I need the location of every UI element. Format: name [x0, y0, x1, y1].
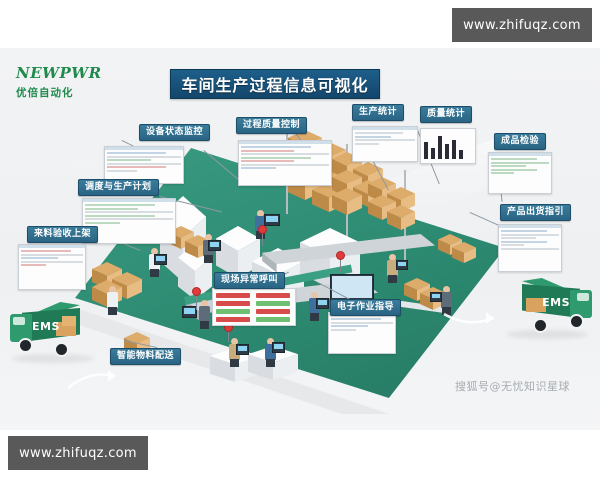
truck-wheel: [533, 318, 548, 333]
truck-shadow: [506, 330, 588, 339]
thumbnail-production-stats: [352, 126, 418, 162]
callout-work-instruction[interactable]: 电子作业指导: [330, 299, 402, 316]
watermark-bottom-left: www.zhifuqz.com: [8, 436, 148, 470]
truck-window: [577, 293, 589, 301]
operator-terminal[interactable]: [396, 260, 408, 270]
callout-shipment-guide[interactable]: 产品出货指引: [500, 204, 572, 221]
conveyor-belt-mid: [255, 234, 435, 286]
board-cell: [216, 301, 250, 306]
andon-pole: [228, 330, 229, 342]
callout-scheduling-plan[interactable]: 调度与生产计划: [78, 179, 159, 196]
brand-subtitle: 优倍自动化: [16, 87, 74, 99]
brand-logo: NEWPWR 优倍自动化: [16, 66, 136, 100]
andon-status-board: [212, 288, 296, 326]
truck-shadow: [12, 354, 94, 363]
flow-arrow-right: [443, 312, 495, 324]
callout-process-quality[interactable]: 过程质量控制: [236, 117, 308, 134]
truck-wheel: [18, 338, 33, 353]
watermark-bottom-left-text: www.zhifuqz.com: [19, 445, 137, 461]
watermark-sohu: 搜狐号@无忧知识星球: [455, 380, 570, 393]
operator-terminal[interactable]: [316, 298, 329, 309]
andon-pole: [340, 258, 341, 272]
truck-badge: EMS: [542, 296, 570, 309]
callout-quality-stats[interactable]: 质量统计: [420, 106, 473, 123]
operator-terminal[interactable]: [208, 240, 221, 251]
truck-window: [13, 317, 25, 325]
callout-abnormal-call[interactable]: 现场异常呼叫: [214, 272, 286, 289]
thumbnail-incoming-material: [18, 244, 86, 290]
callout-finished-inspection[interactable]: 成品检验: [494, 133, 547, 150]
operator-terminal[interactable]: [182, 306, 197, 318]
carton: [452, 242, 476, 263]
board-cell: [256, 317, 290, 322]
thumbnail-equipment-status: [104, 146, 184, 184]
watermark-top-right: www.zhifuqz.com: [452, 8, 592, 42]
worker: [252, 210, 268, 240]
truck-cargo: [62, 316, 76, 326]
callout-equipment-status[interactable]: 设备状态监控: [139, 124, 211, 141]
operator-terminal[interactable]: [430, 292, 442, 302]
operator-terminal[interactable]: [272, 342, 285, 353]
shopfloor-display-screen[interactable]: [330, 274, 374, 302]
worker: [262, 338, 278, 370]
callout-production-stats[interactable]: 生产统计: [352, 104, 405, 121]
page-title: 车间生产过程信息可视化: [170, 69, 380, 99]
board-cell: [256, 293, 290, 298]
andon-pole: [262, 232, 263, 246]
operator-terminal[interactable]: [236, 344, 249, 355]
thumbnail-work-instruction: [328, 312, 396, 354]
board-cell: [256, 301, 290, 306]
delivery-truck-right: EMS: [504, 274, 592, 334]
andon-pole: [196, 294, 197, 310]
thumbnail-process-quality: [238, 140, 332, 186]
operator-terminal[interactable]: [154, 254, 167, 265]
bar-chart-icon: [421, 129, 475, 163]
worker: [438, 286, 454, 318]
callout-incoming-material[interactable]: 来料验收上架: [27, 226, 99, 243]
worker: [196, 300, 212, 332]
flow-arrow-left: [67, 370, 116, 389]
andon-light: [225, 324, 232, 331]
workbench-left: [216, 226, 260, 278]
thumbnail-shipment-guide: [498, 224, 562, 272]
truck-badge: EMS: [32, 320, 60, 333]
truck-wheel: [54, 342, 69, 357]
board-cell: [256, 309, 290, 314]
board-cell: [216, 309, 250, 314]
carton: [387, 205, 415, 230]
board-cell: [216, 293, 250, 298]
andon-light: [337, 252, 344, 259]
truck-wheel: [569, 314, 584, 329]
workbench-front-right: [248, 346, 298, 380]
thumbnail-finished-inspection: [488, 152, 552, 194]
worker: [384, 254, 400, 286]
carton: [332, 188, 362, 215]
thumbnail-quality-stats: [420, 128, 476, 164]
operator-terminal[interactable]: [264, 214, 280, 226]
andon-light: [259, 226, 266, 233]
worker: [306, 292, 322, 322]
andon-light: [193, 288, 200, 295]
delivery-truck-left: EMS: [10, 298, 98, 358]
worker: [104, 286, 120, 316]
board-cell: [216, 317, 250, 322]
page-title-text: 车间生产过程信息可视化: [181, 76, 369, 95]
worker: [226, 338, 242, 370]
brand-name: NEWPWR: [16, 64, 102, 82]
callout-material-delivery[interactable]: 智能物料配送: [110, 348, 182, 365]
watermark-top-right-text: www.zhifuqz.com: [463, 17, 581, 33]
